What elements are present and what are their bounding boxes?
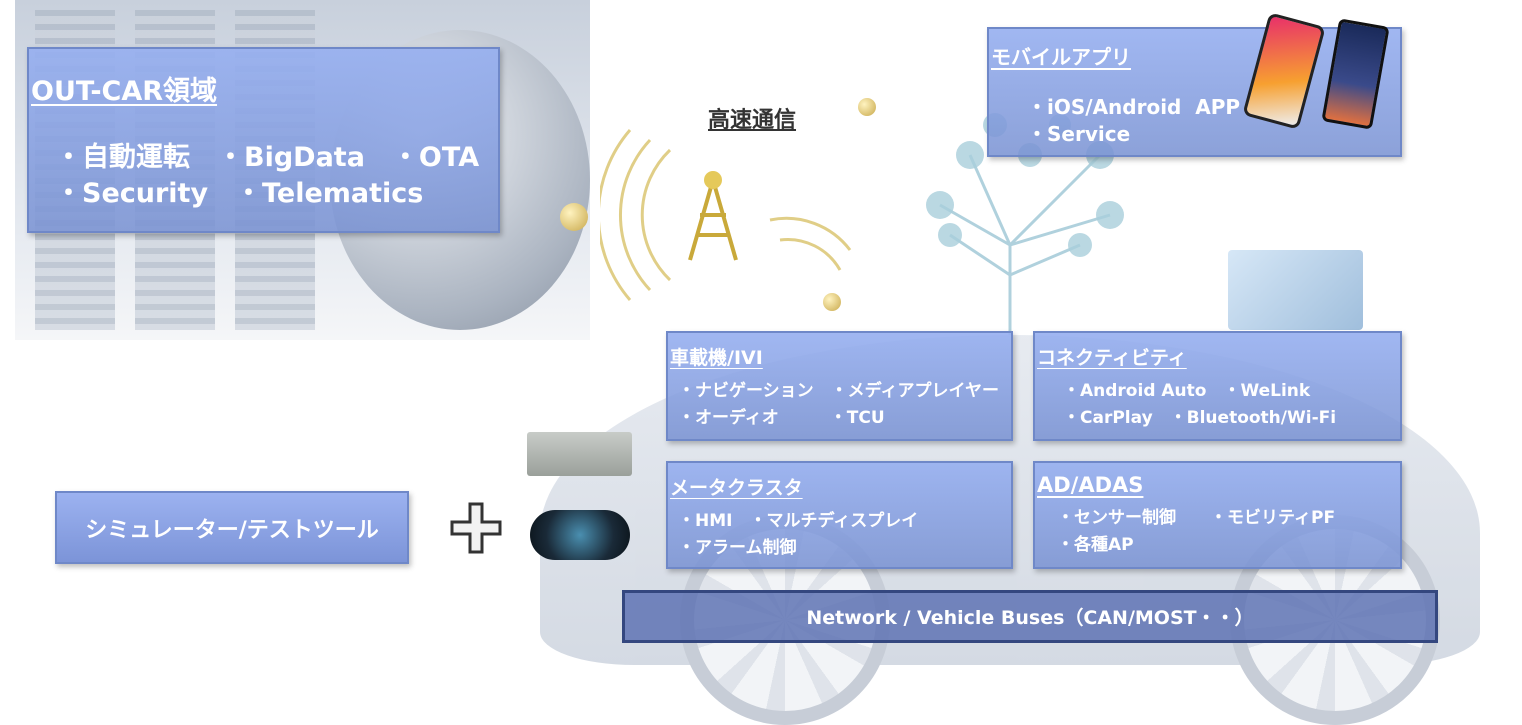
connectivity-box: コネクティビティ ・Android Auto ・WeLink ・CarPlay … <box>1033 331 1402 441</box>
adas-box: AD/ADAS ・センサー制御 ・モビリティPF ・各種AP <box>1033 461 1402 569</box>
connectivity-line: ・CarPlay ・Bluetooth/Wi-Fi <box>1063 408 1337 428</box>
car-display-image <box>1228 250 1363 330</box>
plus-icon <box>450 502 502 554</box>
connectivity-line: ・Android Auto ・WeLink <box>1063 381 1311 401</box>
adas-line: ・センサー制御 ・モビリティPF <box>1057 508 1336 528</box>
adas-title: AD/ADAS <box>1037 473 1144 497</box>
ivi-line: ・オーディオ ・TCU <box>678 408 885 428</box>
connectivity-title: コネクティビティ <box>1037 347 1187 369</box>
out-car-line: ・自動運転 ・BigData ・OTA <box>55 142 480 173</box>
ecu-device-image <box>527 432 632 476</box>
network-bus-label: Network / Vehicle Buses（CAN/MOST・・） <box>806 607 1254 629</box>
mobile-app-title: モバイルアプリ <box>991 45 1131 69</box>
signal-node <box>823 293 841 311</box>
meter-cluster-line: ・アラーム制御 <box>678 538 797 558</box>
meter-cluster-box: メータクラスタ ・HMI ・マルチディスプレイ ・アラーム制御 <box>666 461 1013 569</box>
antenna-tower-icon <box>600 129 852 301</box>
signal-node <box>560 203 588 231</box>
ivi-box: 車載機/IVI ・ナビゲーション ・メディアプレイヤー ・オーディオ ・TCU <box>666 331 1013 441</box>
meter-display-image <box>530 510 630 560</box>
out-car-box: OUT-CAR領域 ・自動運転 ・BigData ・OTA ・Security … <box>27 47 500 233</box>
out-car-line: ・Security ・Telematics <box>55 178 424 209</box>
simulator-test-tool-box: シミュレーター/テストツール <box>55 491 409 564</box>
meter-cluster-title: メータクラスタ <box>670 477 803 499</box>
simulator-label: シミュレーター/テストツール <box>85 517 379 543</box>
signal-node <box>858 98 876 116</box>
ivi-title: 車載機/IVI <box>670 347 763 369</box>
high-speed-comm-label: 高速通信 <box>708 108 797 133</box>
mobile-app-line: ・Service <box>1027 122 1131 146</box>
mobile-app-line: ・iOS/Android APP <box>1027 95 1241 119</box>
network-bus-bar: Network / Vehicle Buses（CAN/MOST・・） <box>622 590 1438 643</box>
adas-line: ・各種AP <box>1057 535 1134 555</box>
ivi-line: ・ナビゲーション ・メディアプレイヤー <box>678 381 999 401</box>
meter-cluster-line: ・HMI ・マルチディスプレイ <box>678 511 919 531</box>
out-car-title: OUT-CAR領域 <box>31 76 218 107</box>
